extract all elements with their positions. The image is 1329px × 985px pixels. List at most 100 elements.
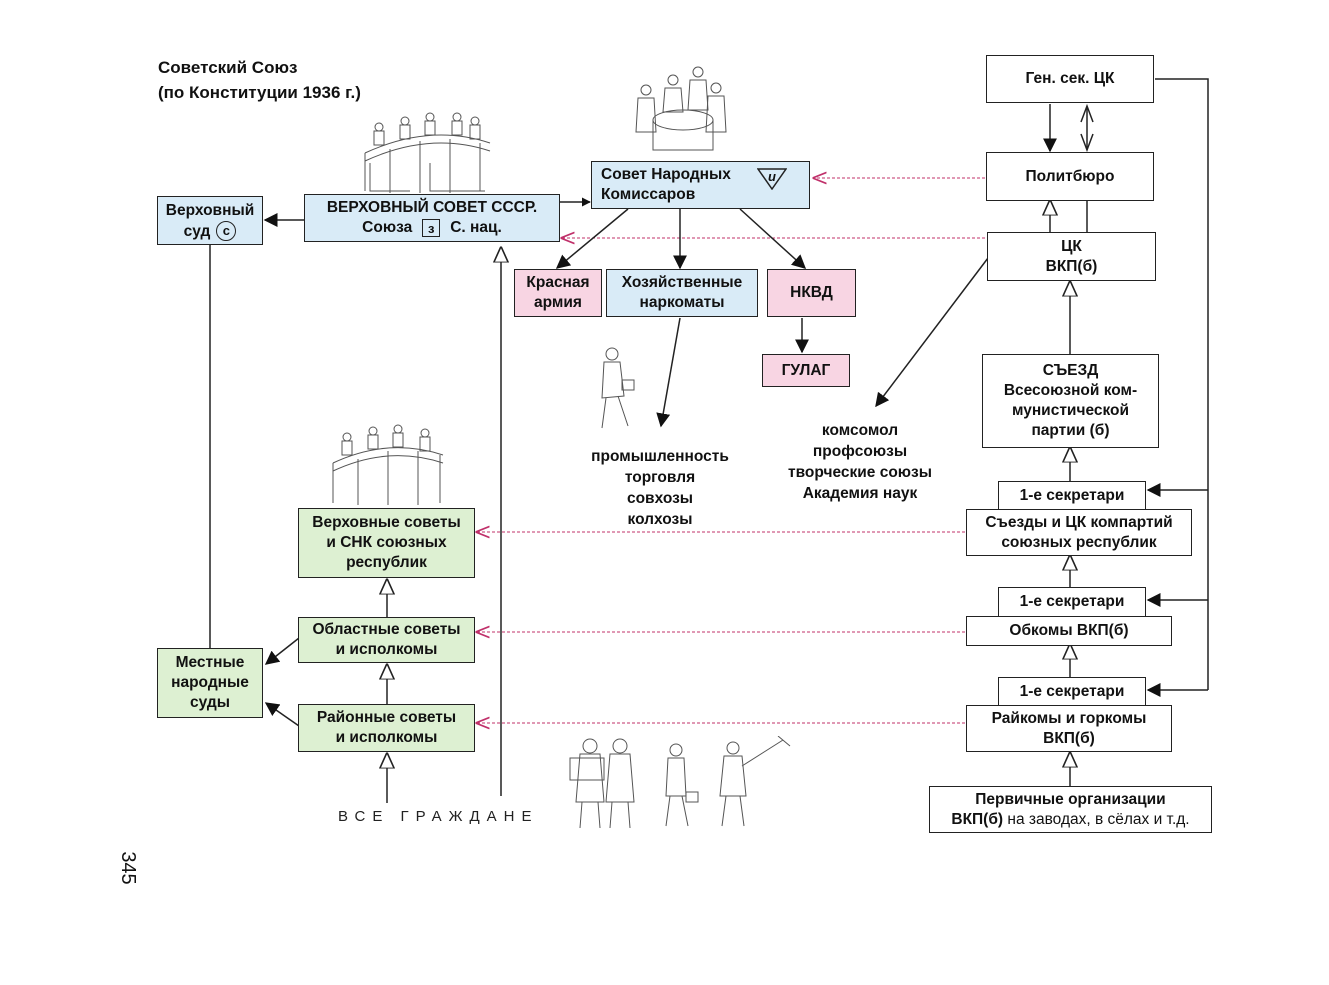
politburo-box: Политбюро [986, 152, 1154, 201]
gensec-politburo-double-head-up [1080, 103, 1094, 123]
primary-line-2: ВКП(б) на заводах, в сёлах и т.д. [951, 810, 1189, 830]
first-secretaries-label-2: 1-е секретари [1019, 593, 1125, 610]
raion-soviets-line-2: и исполкомы [335, 729, 438, 746]
raion-soviets-line-1: Районные советы [316, 709, 457, 726]
supreme-court-label: суд [183, 222, 211, 240]
first-secretaries-box-2: 1-е секретари [998, 587, 1146, 617]
sector-kolkhozes: колхозы [627, 511, 693, 528]
snk-line-2: Комиссаров [601, 186, 696, 203]
local-courts-line-1: Местные [175, 654, 245, 671]
obkoms-label: Обкомы ВКП(б) [1009, 622, 1129, 639]
local-courts-line-3: суды [190, 694, 230, 711]
org-creative-unions: творческие союзы [788, 464, 932, 481]
nkvd-box: НКВД [767, 269, 856, 317]
soviet-of-union: Союза [362, 219, 413, 236]
first-secretaries-label-1: 1-е секретари [1019, 486, 1125, 504]
org-trade-unions: профсоюзы [812, 443, 908, 460]
congress-line-2: Всесоюзной ком- [1003, 382, 1138, 399]
diagram-title: Советский Союз (по Конституции 1936 г.) [158, 55, 361, 105]
page-number: 345 [117, 851, 140, 885]
gensec-label: Ген. сек. ЦК [1025, 70, 1115, 87]
oblast-soviets-line-2: и исполкомы [335, 641, 438, 658]
central-committee-box: ЦК ВКП(б) [987, 232, 1156, 281]
raikoms-line-1: Райкомы и горкомы [991, 709, 1147, 727]
congress-line-4: партии (б) [1031, 422, 1110, 439]
party-congress-box: СЪЕЗД Всесоюзной ком- мунистической парт… [982, 354, 1159, 448]
snk-line-1: Совет Народных [601, 166, 731, 183]
republic-soviets-line-2: и СНК союзных [326, 534, 447, 551]
oblast-to-courts-arrow [264, 637, 300, 665]
supreme-soviet-assembly-illustration [364, 112, 491, 193]
republic-soviet-assembly-illustration [332, 424, 444, 505]
red-army-box: Красная армия [514, 269, 602, 317]
republic-parties-box: Съезды и ЦК компартий союзных республик [966, 509, 1192, 556]
primary-line-1: Первичные организации [975, 790, 1166, 808]
first-secretaries-box-1: 1-е секретари [998, 481, 1146, 510]
first-secretaries-box-3: 1-е секретари [998, 677, 1146, 706]
commissars-meeting-illustration [635, 66, 727, 151]
gensec-control-line [1155, 78, 1209, 690]
primary-organizations-box: Первичные организации ВКП(б) на заводах,… [929, 786, 1212, 833]
republic-parties-line-1: Съезды и ЦК компартий [985, 513, 1173, 531]
republic-parties-line-2: союзных республик [1001, 533, 1157, 551]
politburo-label: Политбюро [1025, 167, 1115, 185]
court-mark-badge: с [216, 221, 237, 242]
congress-line-3: мунистической [1011, 402, 1130, 419]
executive-mark-letter: и [768, 169, 776, 184]
gulag-box: ГУЛАГ [762, 354, 850, 387]
red-army-line-2: армия [534, 294, 582, 311]
obkoms-box: Обкомы ВКП(б) [966, 616, 1172, 646]
cc-line-2: ВКП(б) [1045, 257, 1098, 275]
raion-soviets-box: Районные советы и исполкомы [298, 704, 475, 752]
local-courts-line-2: народные [171, 674, 249, 691]
bureaucrat-walking-illustration [601, 347, 635, 429]
snk-to-army-arrow [555, 208, 629, 269]
red-army-line-1: Красная [526, 274, 590, 291]
republic-soviets-line-1: Верховные советы [312, 514, 461, 531]
gensec-box: Ген. сек. ЦК [986, 55, 1154, 103]
legislative-mark-badge: з [422, 218, 441, 237]
all-citizens-label: ВСЕ ГРАЖДАНЕ [338, 808, 539, 825]
raion-to-courts-arrow [264, 702, 300, 727]
cc-to-orgs-arrow [875, 257, 989, 408]
snk-box: Совет Народных Комиссаров и [591, 161, 810, 209]
republic-soviets-line-3: республик [346, 554, 427, 571]
sector-industry: промышленность [591, 448, 729, 465]
executive-mark-badge [757, 168, 787, 190]
gensec-politburo-double-head-down [1080, 133, 1094, 153]
org-academy: Академия наук [802, 485, 918, 502]
raikoms-box: Райкомы и горкомы ВКП(б) [966, 705, 1172, 752]
gulag-label: ГУЛАГ [781, 361, 831, 379]
title-line-1: Советский Союз [158, 58, 298, 77]
supreme-soviet-title: ВЕРХОВНЫЙ СОВЕТ СССР. [326, 199, 538, 216]
citizens-illustration [569, 736, 791, 829]
econ-commissariats-box: Хозяйственные наркоматы [606, 269, 758, 317]
primary-party-name: ВКП(б) [951, 810, 1004, 828]
oblast-soviets-box: Областные советы и исполкомы [298, 617, 475, 663]
econ-to-sectors-arrow [656, 317, 681, 428]
republic-soviets-box: Верховные советы и СНК союзных республик [298, 508, 475, 578]
raikoms-line-2: ВКП(б) [1043, 729, 1095, 747]
local-courts-box: Местные народные суды [157, 648, 263, 718]
first-secretaries-label-3: 1-е секретари [1019, 682, 1125, 700]
sector-sovkhozes: совхозы [626, 490, 694, 507]
org-komsomol: комсомол [821, 422, 899, 439]
cc-line-1: ЦК [1061, 237, 1082, 255]
sector-trade: торговля [624, 469, 696, 486]
congress-line-1: СЪЕЗД [1042, 362, 1099, 379]
econ-line-2: наркоматы [639, 294, 725, 311]
oblast-soviets-line-1: Областные советы [312, 621, 461, 638]
soviet-of-nationalities: С. нац. [450, 219, 502, 236]
supreme-court-line-1: Верховный [165, 201, 255, 219]
nkvd-label: НКВД [790, 284, 833, 301]
title-line-2: (по Конституции 1936 г.) [158, 83, 361, 102]
econ-sectors-list: промышленность торговля совхозы колхозы [575, 446, 745, 530]
public-organizations-list: комсомол профсоюзы творческие союзы Акад… [770, 420, 950, 504]
primary-location-text: на заводах, в сёлах и т.д. [1003, 810, 1190, 828]
